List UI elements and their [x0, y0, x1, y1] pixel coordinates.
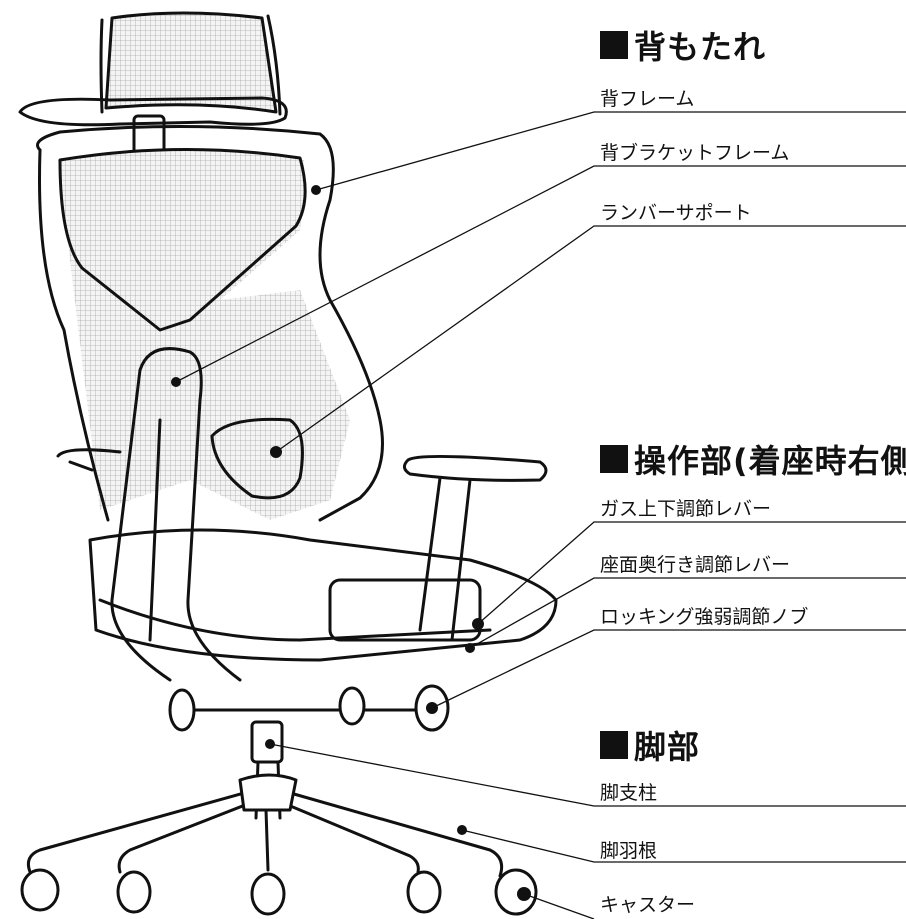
label-lumbar-support: ランバーサポート	[600, 202, 752, 224]
seat	[88, 528, 558, 662]
label-back-bracket-frame: 背ブラケットフレーム	[600, 142, 790, 164]
base-blade-center	[264, 808, 270, 872]
square-bullet-icon	[600, 731, 628, 759]
arm-left	[56, 448, 122, 472]
section-title-legs: 脚部	[600, 722, 700, 768]
seat-lower	[98, 598, 492, 642]
label-rocking-knob: ロッキング強弱調節ノブ	[600, 606, 809, 628]
arm-right-pad	[403, 454, 548, 482]
mechanism	[328, 578, 482, 642]
base-blade-left	[117, 798, 260, 874]
back-frame-inner	[58, 148, 307, 332]
lumbar-support	[210, 417, 304, 500]
headrest-mesh	[104, 11, 278, 114]
label-leg-pillar: 脚支柱	[600, 782, 658, 804]
label-caster: キャスター	[600, 894, 696, 916]
leader-lines	[175, 111, 906, 919]
label-leg-blade: 脚羽根	[600, 840, 658, 862]
base-blade-right	[274, 798, 420, 874]
base-blade-right-front	[278, 788, 504, 878]
base-hub	[238, 773, 298, 812]
label-back-frame: 背フレーム	[600, 88, 695, 110]
headrest-bar	[18, 96, 288, 127]
base-blade-left-front	[26, 788, 257, 874]
caster-wheels	[20, 868, 538, 916]
label-gas-lever: ガス上下調節レバー	[600, 498, 772, 520]
section-title-backrest: 背もたれ	[600, 22, 766, 68]
back-frame-left	[38, 148, 110, 522]
square-bullet-icon	[600, 31, 628, 59]
back-frame-outline	[36, 124, 384, 522]
back-bracket-frame	[110, 347, 242, 682]
label-seat-depth-lever: 座面奥行き調節レバー	[600, 554, 791, 576]
